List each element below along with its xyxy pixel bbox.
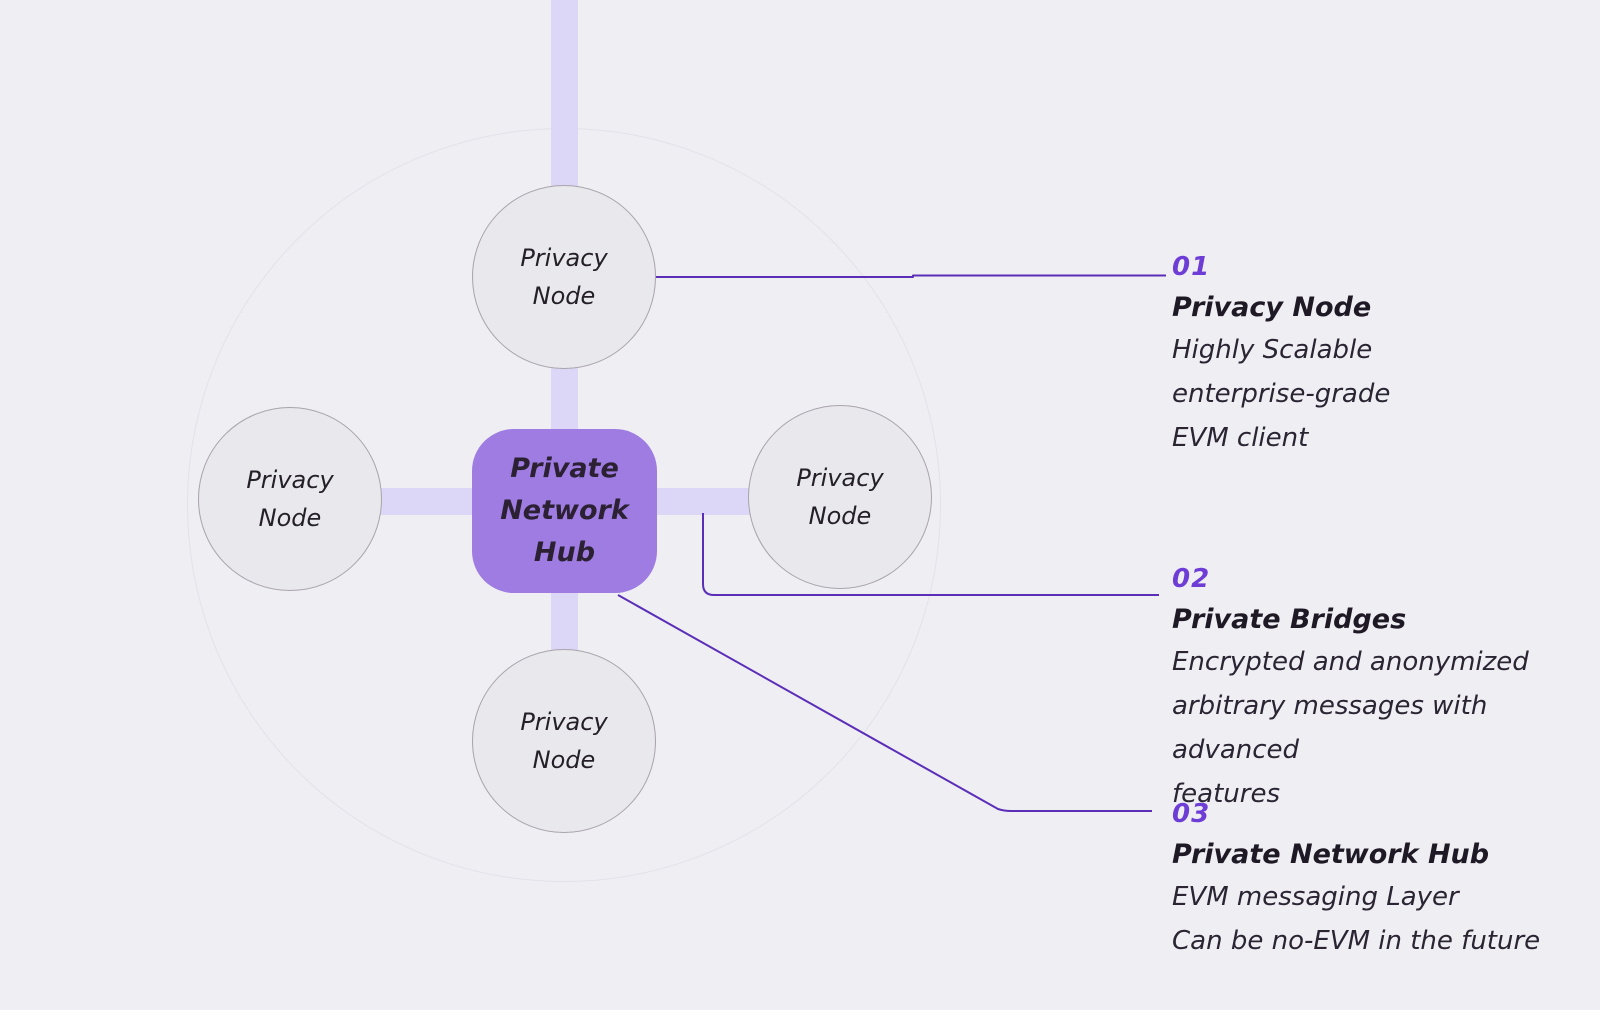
privacy-node-right-label-line2: Node <box>808 502 872 530</box>
privacy-node-left: Privacy Node <box>198 407 382 591</box>
privacy-node-top-label-line1: Privacy <box>520 244 608 272</box>
annotation-01-number: 01 <box>1172 252 1211 282</box>
hub-label-line1: Private <box>510 453 619 484</box>
privacy-node-top: Privacy Node <box>472 185 656 369</box>
annotation-02-line: features <box>1172 779 1280 809</box>
annotation-01: 01 Privacy Node Highly Scalable enterpri… <box>1172 252 1600 460</box>
privacy-node-left-label-line2: Node <box>258 504 322 532</box>
annotation-03-number: 03 <box>1172 799 1211 829</box>
annotation-01-line: Highly Scalable <box>1172 335 1373 365</box>
privacy-node-right: Privacy Node <box>748 405 932 589</box>
annotation-03-line: Can be no-EVM in the future <box>1172 926 1541 956</box>
annotation-03-title: Private Network Hub <box>1172 839 1490 870</box>
hub-label-line2: Network Hub <box>500 495 629 568</box>
annotation-02-number: 02 <box>1172 564 1211 594</box>
annotation-02-line: Encrypted and anonymized <box>1172 647 1529 677</box>
connector-band-vertical <box>551 0 578 745</box>
annotation-01-line: enterprise-grade <box>1172 379 1391 409</box>
privacy-node-bottom: Privacy Node <box>472 649 656 833</box>
annotation-01-line: EVM client <box>1172 423 1309 453</box>
annotation-02: 02 Private Bridges Encrypted and anonymi… <box>1172 564 1600 816</box>
annotation-03: 03 Private Network Hub EVM messaging Lay… <box>1172 799 1600 963</box>
privacy-node-right-label-line1: Privacy <box>796 464 884 492</box>
privacy-node-left-label-line1: Privacy <box>246 466 334 494</box>
private-network-hub: Private Network Hub <box>472 429 657 593</box>
privacy-node-bottom-label-line2: Node <box>532 746 596 774</box>
annotation-02-line: arbitrary messages with advanced <box>1172 691 1488 765</box>
annotation-01-title: Privacy Node <box>1172 292 1372 323</box>
privacy-node-bottom-label-line1: Privacy <box>520 708 608 736</box>
annotation-02-title: Private Bridges <box>1172 604 1407 635</box>
annotation-03-line: EVM messaging Layer <box>1172 882 1459 912</box>
privacy-node-top-label-line2: Node <box>532 282 596 310</box>
